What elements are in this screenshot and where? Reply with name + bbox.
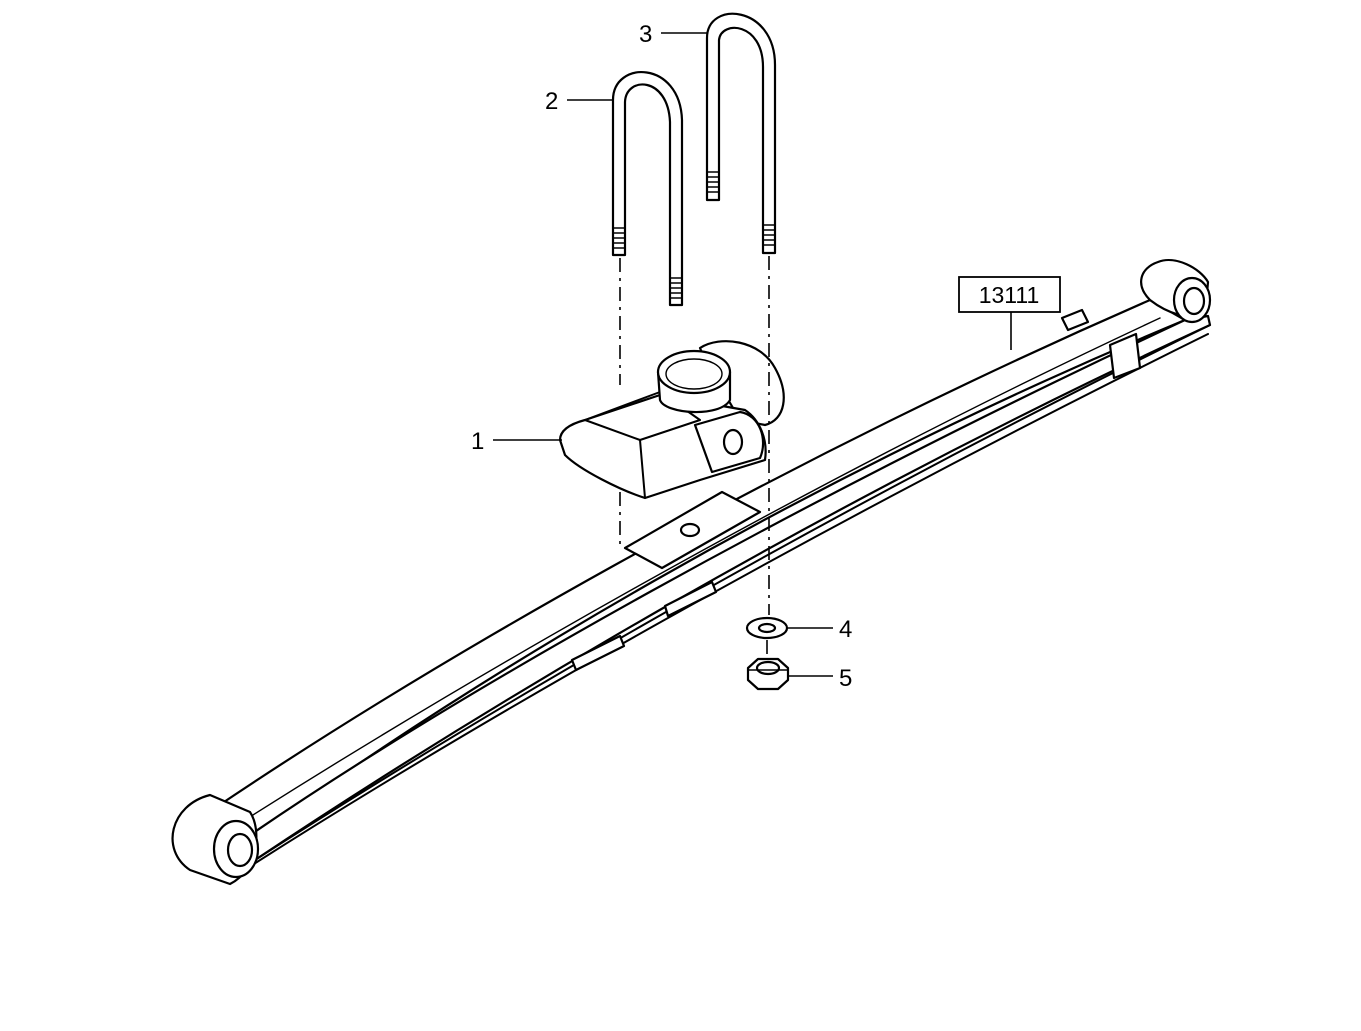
- u-bolt-2-body: [611, 71, 684, 307]
- hex-nut: [746, 657, 790, 691]
- u-bolt-2: [611, 71, 684, 307]
- right-eye-inner: [1182, 286, 1206, 316]
- left-eye-inner: [226, 832, 254, 868]
- spring-underside: [231, 333, 1209, 879]
- seat-saddle-edge: [639, 439, 646, 499]
- u-bolt-3: [705, 12, 777, 255]
- seat-saddle-facet: [584, 391, 701, 441]
- assembly-center-lines: [619, 256, 770, 660]
- callout-1: 1: [471, 428, 484, 455]
- hex-nut-bore: [755, 660, 781, 676]
- callout-2: 2: [545, 88, 558, 115]
- callout-5: 5: [839, 665, 852, 692]
- seat-boss-top: [656, 349, 732, 395]
- spring-clip-top: [1060, 308, 1090, 332]
- seat-ear-hole: [722, 428, 744, 456]
- washer-hole: [757, 622, 777, 634]
- callout-labels: 1 2 3 4 5: [471, 21, 852, 692]
- u-bolt-3-body: [705, 12, 777, 255]
- centre-bolt-hole: [679, 522, 701, 538]
- callout-3: 3: [639, 21, 652, 48]
- reference-box: 13111: [958, 276, 1061, 313]
- u-bolt-2-thread-left: [613, 227, 625, 249]
- spring-centre-line: [244, 317, 1161, 821]
- washer: [745, 616, 789, 640]
- spring-clip-mid: [663, 580, 718, 618]
- spring-seat: [558, 340, 785, 500]
- reference-box-frame: [958, 276, 1061, 313]
- u-bolt-3-thread-right: [763, 224, 775, 246]
- callout-leaders: [493, 32, 1012, 677]
- reference-box-label: 13111: [979, 282, 1040, 308]
- leaf-spring: [171, 259, 1212, 886]
- spring-clip-right: [1108, 332, 1142, 380]
- seat-boss-bore: [665, 358, 723, 390]
- u-bolt-3-thread-left: [707, 171, 719, 193]
- callout-4: 4: [839, 616, 852, 643]
- u-bolt-2-thread-right: [670, 277, 682, 299]
- spring-clip-lower: [570, 634, 626, 672]
